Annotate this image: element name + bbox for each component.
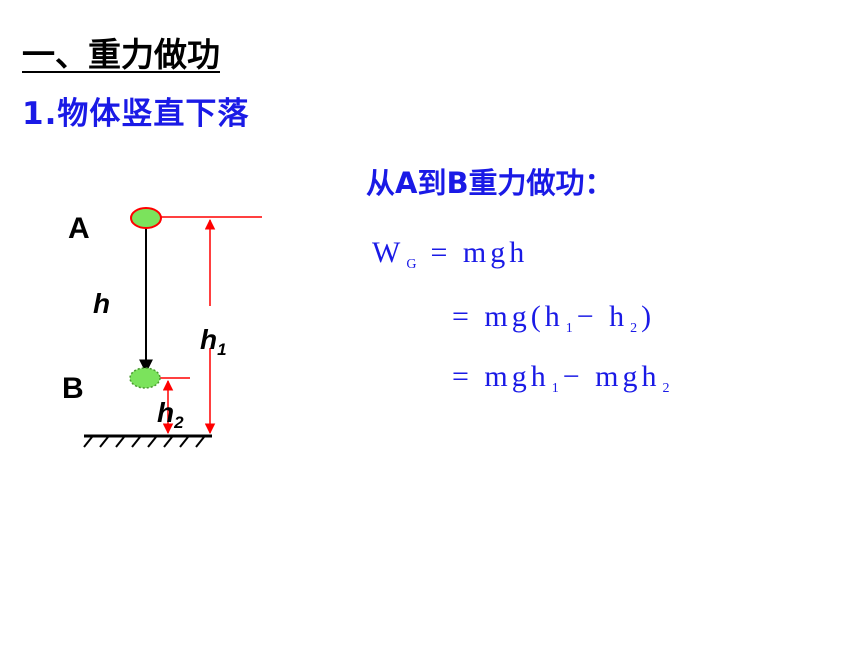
label-height-h: h [93, 288, 111, 319]
label-height-h1: h1 [200, 324, 227, 359]
ball-a [130, 207, 162, 229]
derivation-heading: 从A到B重力做功： [366, 166, 614, 200]
ground-hatching [83, 436, 205, 448]
label-height-h2: h2 [157, 397, 184, 432]
subsection-title: 1.物体竖直下落 [22, 96, 250, 132]
label-point-b: B [62, 372, 84, 405]
label-point-a: A [68, 212, 90, 245]
section-title: 一、重力做功 [22, 35, 220, 74]
ball-b [129, 367, 161, 389]
